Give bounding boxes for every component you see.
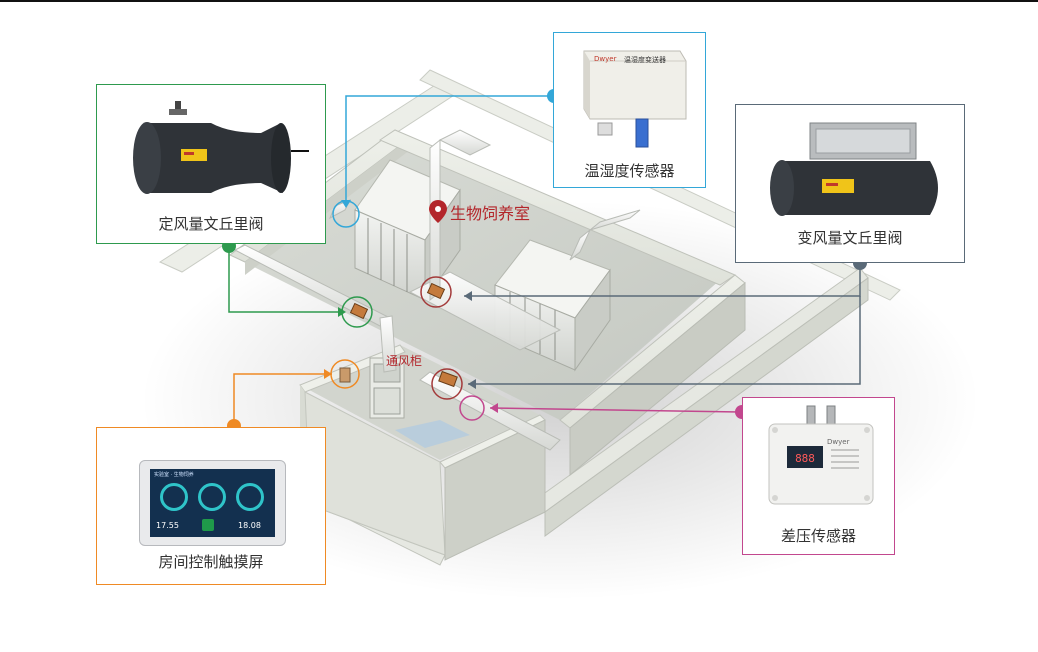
connector-temp-sensor bbox=[345, 95, 554, 200]
temp-sensor-caption: 温湿度传感器 bbox=[584, 162, 675, 180]
fume-hood-label: 通风柜 bbox=[386, 354, 423, 368]
dp-sensor-brand: Dwyer bbox=[827, 438, 850, 446]
top-border-line bbox=[0, 0, 1038, 2]
cav-valve-caption: 定风量文丘里阀 bbox=[158, 215, 264, 233]
cav-valve-image bbox=[133, 101, 309, 194]
connector-cav-valve bbox=[228, 246, 338, 313]
lab-room-label: 生物饲养室 bbox=[450, 204, 531, 223]
vav-valve-image bbox=[770, 122, 938, 216]
callout-cav-valve: 定风量文丘里阀 bbox=[96, 84, 326, 244]
marker-circle-dp bbox=[459, 395, 485, 421]
connector-vav-valve-2 bbox=[468, 296, 861, 385]
temp-sensor-model: 温湿度变送器 bbox=[624, 56, 666, 64]
screen-status-icon bbox=[202, 519, 214, 531]
vav-valve-caption: 变风量文丘里阀 bbox=[797, 229, 903, 247]
marker-circle-cav bbox=[341, 296, 373, 328]
gauge-3 bbox=[236, 483, 264, 511]
dp-sensor-image: 888 bbox=[768, 405, 874, 505]
svg-text:888: 888 bbox=[795, 452, 815, 465]
gauge-2 bbox=[198, 483, 226, 511]
temp-sensor-image bbox=[583, 50, 687, 148]
callout-dp-sensor: 888 Dwyer 差压传感器 bbox=[742, 397, 895, 555]
callout-vav-valve: 变风量文丘里阀 bbox=[735, 104, 965, 263]
callout-touchscreen: 实验室 · 生物饲养 17.55 18.08 房间控制触摸屏 bbox=[96, 427, 326, 585]
connector-dp-sensor bbox=[489, 407, 741, 413]
screen-value-2: 18.08 bbox=[238, 521, 261, 530]
screen-value-1: 17.55 bbox=[156, 521, 179, 530]
marker-circle-screen bbox=[330, 359, 360, 389]
marker-circle-temp bbox=[332, 200, 360, 228]
marker-circle-vav-2 bbox=[431, 368, 463, 400]
touchscreen-device: 实验室 · 生物饲养 17.55 18.08 bbox=[139, 460, 286, 546]
marker-circle-vav-1 bbox=[420, 276, 452, 308]
duct-valve-markers bbox=[349, 282, 458, 388]
touchscreen-title: 实验室 · 生物饲养 bbox=[154, 472, 194, 478]
temp-sensor-brand: Dwyer bbox=[594, 55, 617, 63]
callout-temp-sensor: Dwyer 温湿度变送器 温湿度传感器 bbox=[553, 32, 706, 188]
gauge-1 bbox=[160, 483, 188, 511]
touchscreen-display: 实验室 · 生物饲养 17.55 18.08 bbox=[150, 469, 275, 537]
dp-sensor-caption: 差压传感器 bbox=[780, 527, 856, 545]
touchscreen-caption: 房间控制触摸屏 bbox=[158, 553, 264, 571]
location-pin-icon bbox=[429, 200, 447, 223]
connector-touchscreen bbox=[233, 373, 332, 426]
ventilation-ducts bbox=[233, 129, 641, 451]
